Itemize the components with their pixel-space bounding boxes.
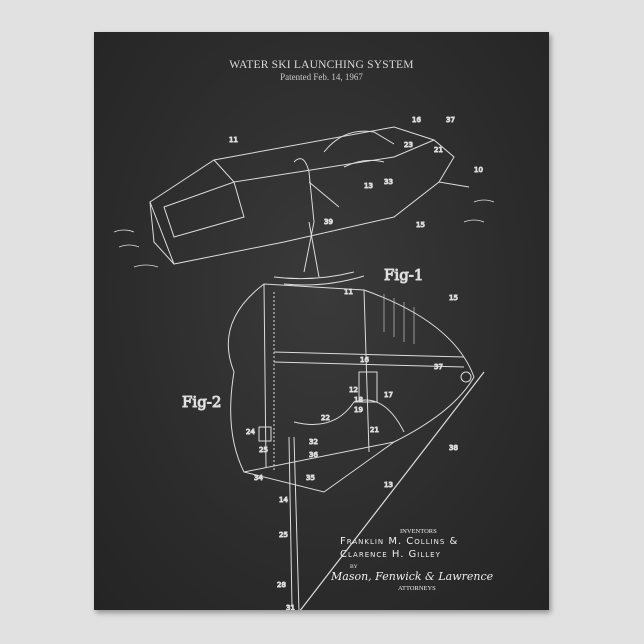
ref-number: 24 (246, 428, 255, 436)
ref-number: 10 (474, 166, 483, 174)
ref-number: 36 (309, 451, 318, 459)
ref-number: 23 (404, 141, 413, 149)
ref-number: 13 (384, 481, 393, 489)
ref-number: 13 (364, 182, 373, 190)
ref-number: 12 (349, 386, 358, 394)
ref-number: 11 (344, 288, 353, 296)
ref-number: 21 (434, 146, 443, 154)
ref-number: 39 (324, 218, 333, 226)
ref-number: 17 (384, 391, 393, 399)
ref-number: 28 (277, 581, 286, 589)
ref-number: 19 (354, 406, 363, 414)
ref-number: 16 (412, 116, 421, 124)
ref-number: 25 (259, 446, 268, 454)
attorneys-label: ATTORNEYS (398, 585, 436, 592)
inventor-name: Franklin M. Collins & (340, 536, 458, 547)
inventors-label: INVENTORS (400, 528, 437, 535)
ref-number: 25 (279, 531, 288, 539)
ref-number: 15 (449, 294, 458, 302)
attorneys-signature: Mason, Fenwick & Lawrence (331, 570, 493, 583)
fig-2-label: Fig-2 (182, 393, 221, 411)
patent-drawing: Fig-1 Fig-2 11 16 37 23 21 10 13 33 39 1… (94, 32, 549, 610)
ref-number: 11 (229, 136, 238, 144)
ref-number: 34 (254, 474, 263, 482)
ref-number: 14 (279, 496, 288, 504)
ref-number: 15 (416, 221, 425, 229)
fig-1-label: Fig-1 (384, 266, 423, 284)
ref-number: 18 (354, 396, 363, 404)
ref-number: 32 (309, 438, 318, 446)
ref-number: 38 (449, 444, 458, 452)
patent-poster: WATER SKI LAUNCHING SYSTEM Patented Feb.… (94, 32, 549, 610)
ref-number: 16 (360, 356, 369, 364)
ref-number: 33 (384, 178, 393, 186)
ref-number: 31 (286, 604, 295, 610)
ref-number: 22 (321, 414, 330, 422)
ref-number: 35 (306, 474, 315, 482)
ref-number: 37 (446, 116, 455, 124)
ref-number: 37 (434, 363, 443, 371)
inventor-name: Clarence H. Gilley (340, 549, 441, 560)
ref-number: 21 (370, 426, 379, 434)
